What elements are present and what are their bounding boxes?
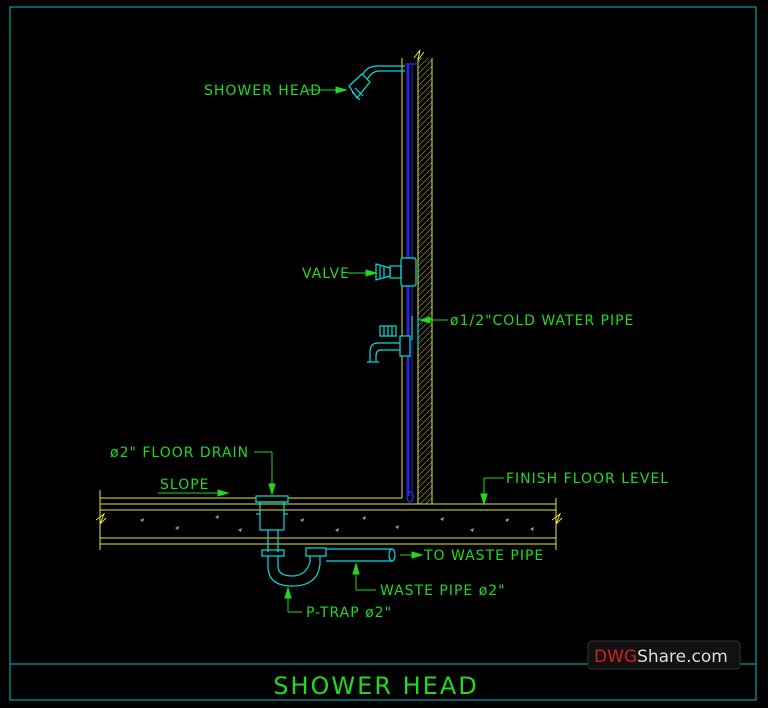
- label-shower-head: SHOWER HEAD: [204, 83, 322, 99]
- floor-drain-and-trap: [255, 495, 396, 587]
- floor-slab: [95, 490, 563, 550]
- label-waste-pipe: WASTE PIPE ø2": [380, 583, 506, 599]
- valve-fixture: [375, 257, 417, 287]
- watermark-brand-white: Share.com: [637, 647, 728, 667]
- label-cold-water-pipe: ø1/2"COLD WATER PIPE: [450, 313, 634, 329]
- label-p-trap: P-TRAP ø2": [306, 605, 392, 621]
- label-valve: VALVE: [302, 266, 350, 282]
- faucet-fixture: [367, 316, 419, 363]
- label-floor-drain: ø2" FLOOR DRAIN: [110, 445, 249, 461]
- label-finish-floor-level: FINISH FLOOR LEVEL: [506, 471, 669, 487]
- shower-head-fixture: [348, 65, 405, 101]
- label-slope: SLOPE: [160, 477, 210, 493]
- watermark-logo: DWGShare.com: [587, 640, 741, 670]
- label-to-waste-pipe: TO WASTE PIPE: [423, 548, 544, 564]
- watermark-brand-red: DWG: [594, 647, 637, 667]
- drawing-title: SHOWER HEAD: [273, 672, 478, 700]
- leader-lines: [158, 86, 504, 613]
- svg-text:DWGShare.com: DWGShare.com: [594, 647, 728, 667]
